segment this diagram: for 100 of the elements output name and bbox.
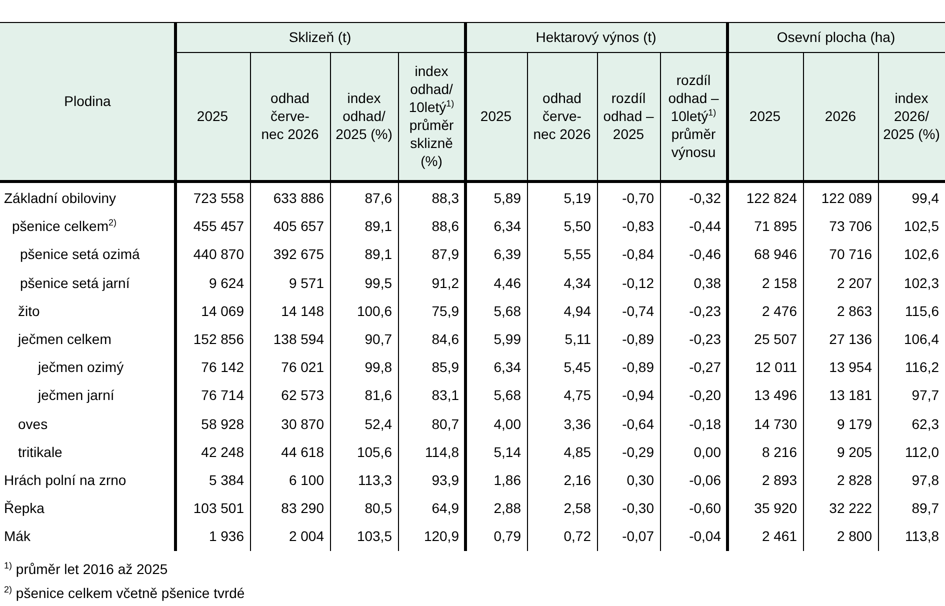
data-value: 14 148 [281, 302, 324, 320]
data-value: 52,4 [364, 414, 392, 433]
data-value: 2 158 [762, 274, 797, 292]
data-value: 6,39 [494, 245, 521, 264]
data-value: 0,79 [494, 527, 521, 546]
data-value: 105,6 [356, 442, 392, 461]
data-value: 455 457 [193, 217, 244, 236]
data-value: 27 136 [829, 330, 872, 348]
data-value: -0,04 [689, 527, 721, 546]
column-header: index odhad/ 2025 (%) [334, 89, 394, 143]
data-value: -0,74 [622, 302, 654, 320]
data-value: -0,06 [689, 471, 721, 490]
data-value: -0,46 [689, 245, 721, 264]
data-value: 89,1 [364, 245, 392, 264]
data-value: 76 142 [201, 358, 244, 376]
data-value: 4,94 [564, 302, 591, 320]
row-label: pšenice setá ozimá [20, 245, 140, 264]
data-value: 9 624 [208, 274, 244, 292]
column-header: odhad červe- nec 2026 [260, 89, 320, 143]
data-value: 5 384 [208, 471, 244, 490]
data-value: 99,8 [364, 358, 392, 376]
data-value: 102,3 [904, 274, 939, 292]
data-value: 5,19 [564, 189, 591, 208]
data-value: 88,6 [432, 217, 459, 236]
data-value: -0,70 [622, 189, 654, 208]
data-value: -0,94 [622, 386, 654, 404]
data-value: 25 507 [754, 330, 797, 348]
data-value: 87,9 [432, 245, 459, 264]
data-value: 4,34 [564, 274, 591, 292]
data-value: 71 895 [754, 217, 797, 236]
row-label: ječmen ozimý [38, 358, 124, 376]
data-value: 5,68 [494, 386, 521, 404]
data-value: 4,46 [494, 274, 521, 292]
data-value: 0,00 [694, 442, 721, 461]
data-value: -0,30 [622, 499, 654, 518]
data-value: 2 863 [836, 302, 872, 320]
data-value: -0,07 [622, 527, 654, 546]
column-header: index 2026/ 2025 (%) [882, 89, 941, 143]
data-value: 4,75 [564, 386, 591, 404]
data-value: 58 928 [201, 414, 244, 433]
data-value: 5,45 [564, 358, 591, 376]
row-label: Hrách polní na zrno [4, 471, 126, 490]
row-label: ječmen jarní [38, 386, 114, 404]
data-value: 0,72 [564, 527, 591, 546]
data-value: 75,9 [432, 302, 459, 320]
data-value: 1,86 [494, 471, 521, 490]
data-value: -0,64 [622, 414, 654, 433]
data-value: 6,34 [494, 358, 521, 376]
data-value: 2,16 [564, 471, 591, 490]
data-value: 5,99 [494, 330, 521, 348]
column-header: 2025 [480, 107, 512, 125]
data-value: 405 657 [273, 217, 324, 236]
data-value: 6 100 [288, 471, 324, 490]
data-value: 80,5 [364, 499, 392, 518]
data-value: 93,9 [432, 471, 459, 490]
data-value: 122 089 [821, 189, 872, 208]
data-value: 103 501 [193, 499, 244, 518]
data-value: 90,7 [364, 330, 392, 348]
data-value: -0,23 [689, 330, 721, 348]
data-value: 89,7 [912, 499, 939, 518]
data-value: 85,9 [432, 358, 459, 376]
data-value: 76 714 [201, 386, 244, 404]
row-label: pšenice setá jarní [20, 274, 130, 292]
data-value: -0,23 [689, 302, 721, 320]
data-value: 5,50 [564, 217, 591, 236]
data-value: 113,3 [358, 471, 392, 490]
data-value: 14 730 [754, 414, 797, 433]
data-value: 89,1 [364, 217, 392, 236]
data-value: 97,8 [912, 471, 939, 490]
data-value: 112,0 [905, 442, 939, 461]
data-value: -0,20 [689, 386, 721, 404]
data-value: -0,84 [622, 245, 654, 264]
column-header: 2025 [196, 107, 228, 125]
footnote: $^{2)}$ pšenice celkem včetně pšenice tvrdé [4, 584, 245, 602]
data-value: 68 946 [754, 245, 797, 264]
data-value: 99,5 [364, 274, 392, 292]
data-value: 99,4 [912, 189, 939, 208]
data-value: 3,36 [564, 414, 591, 433]
row-label: Řepka [4, 499, 44, 518]
data-value: 5,89 [494, 189, 521, 208]
data-value: 723 558 [193, 189, 244, 208]
data-value: 84,6 [432, 330, 459, 348]
data-value: 2,58 [564, 499, 591, 518]
data-value: 30 870 [281, 414, 324, 433]
data-value: 70 716 [829, 245, 872, 264]
data-value: 9 179 [836, 414, 872, 433]
data-value: 2 461 [762, 527, 797, 546]
column-header: 2025 [749, 107, 781, 125]
data-value: 9 205 [836, 442, 872, 461]
data-value: 440 870 [193, 245, 244, 264]
row-label: pšenice celkem$^{2)}$ [12, 217, 117, 236]
data-value: 0,30 [626, 471, 654, 490]
data-value: 2 828 [836, 471, 872, 490]
data-value: 122 824 [746, 189, 797, 208]
data-value: -0,60 [689, 499, 721, 518]
data-value: -0,32 [689, 189, 721, 208]
data-value: 42 248 [201, 442, 244, 461]
data-value: 97,7 [912, 386, 939, 404]
data-value: 2,88 [494, 499, 521, 518]
data-value: 116,2 [905, 358, 939, 376]
